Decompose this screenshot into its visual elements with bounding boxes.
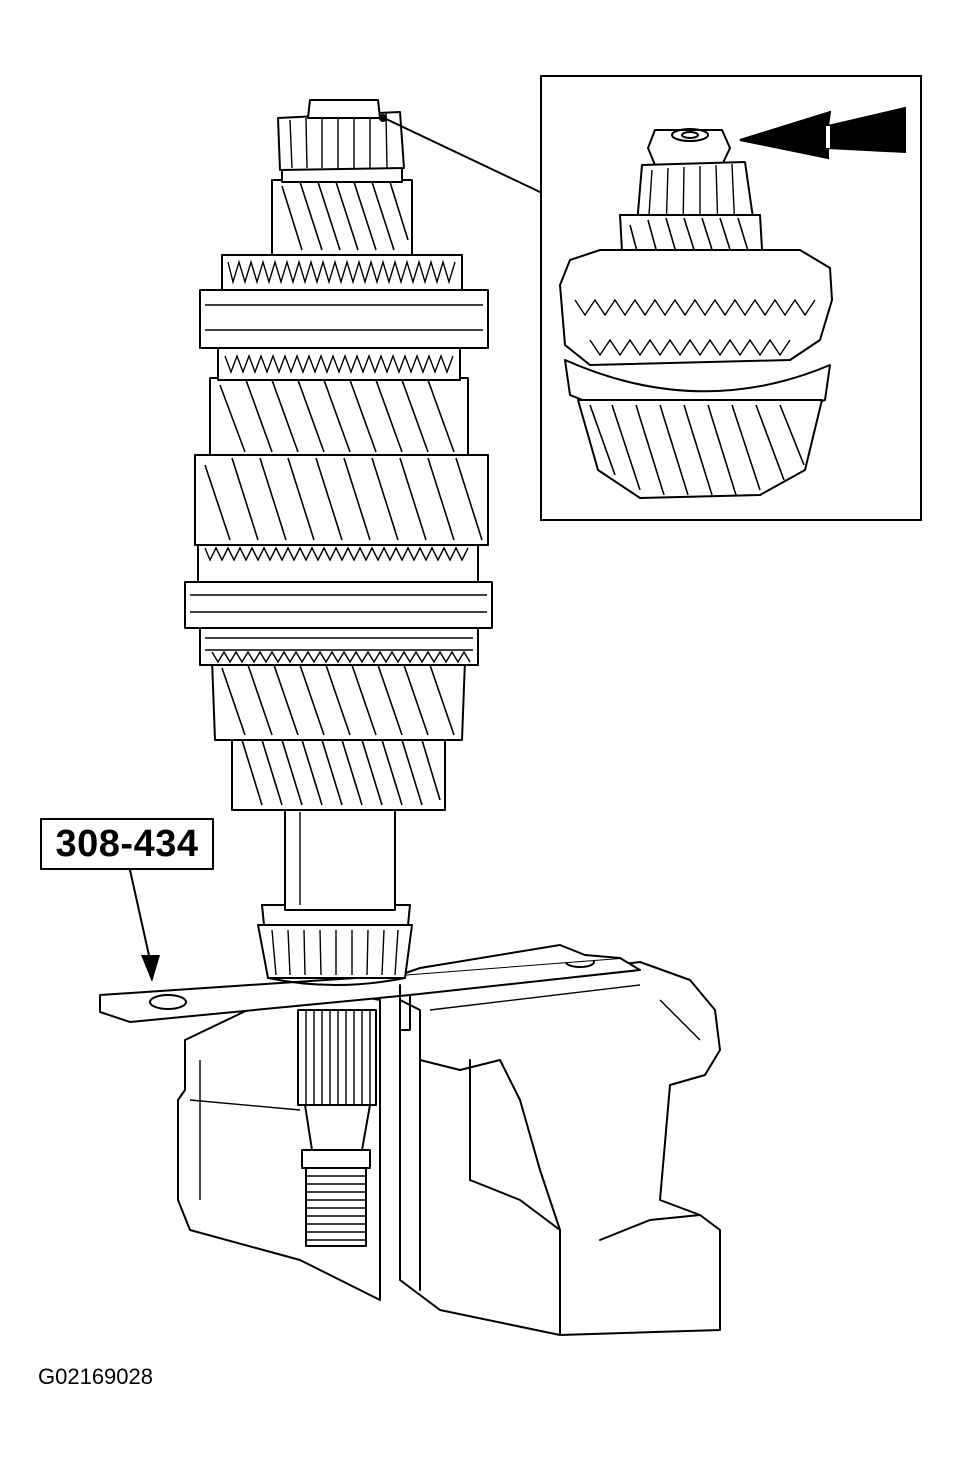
tool-number-label: 308-434: [55, 822, 199, 865]
holding-fixture-plate: [99, 944, 641, 1031]
detail-leader-line: [383, 117, 541, 193]
gear-stack: [184, 164, 493, 811]
lower-tapered-bearing: [257, 904, 413, 986]
bench-vise: [177, 961, 721, 1336]
output-shaft-lower: [297, 1009, 377, 1247]
callout-arrowhead: [141, 955, 160, 982]
callout-leader: [129, 869, 151, 961]
upper-tapered-bearing: [277, 99, 405, 171]
arrow-icon: [739, 106, 906, 160]
output-shaft-journal: [284, 809, 396, 911]
tool-number-callout: 308-434: [40, 818, 214, 870]
figure-id: G02169028: [38, 1364, 153, 1389]
